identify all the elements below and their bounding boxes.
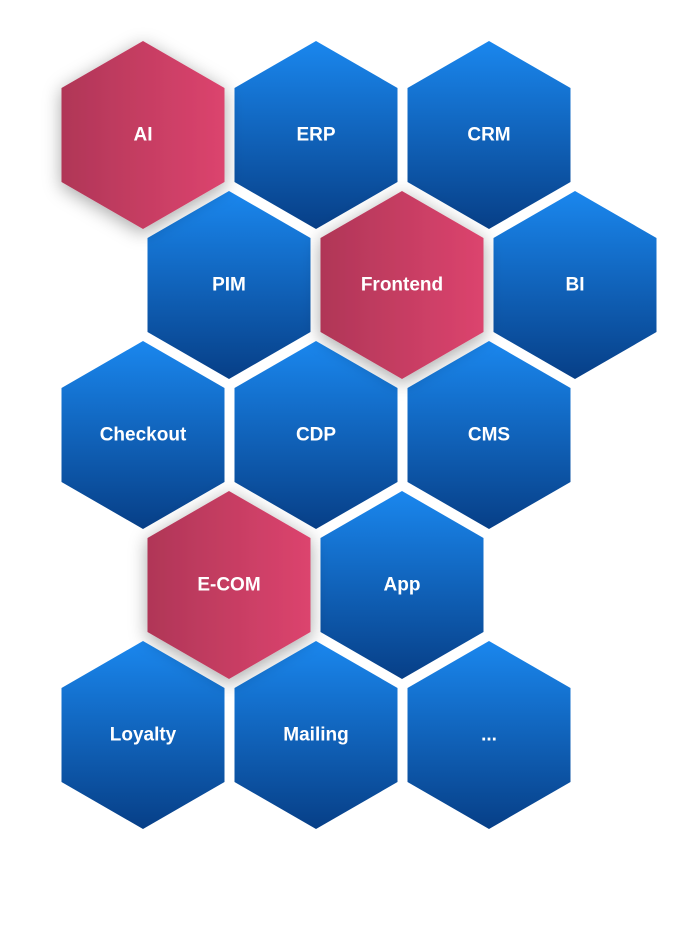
hexagon-shape-loyalty [61,641,225,829]
hexagon-shape-cdp [234,341,398,529]
hexagon-label-frontend: Frontend [361,275,443,296]
hexagon-ecom: E-COM [147,491,311,679]
hexagon-shape-crm [407,41,571,229]
hexagon-shape-more [407,641,571,829]
hexagon-more: ... [407,641,571,829]
hexagon-label-mailing: Mailing [283,725,348,746]
hexagon-loyalty: Loyalty [61,641,225,829]
hexagon-label-ecom: E-COM [197,575,260,596]
hexagon-label-more: ... [481,725,497,746]
hexagon-label-cms: CMS [468,425,510,446]
hexagon-label-ai: AI [134,125,153,146]
hexagon-shape-app [320,491,484,679]
hexagon-pim: PIM [147,191,311,379]
hexagon-label-pim: PIM [212,275,246,296]
hexagon-checkout: Checkout [61,341,225,529]
hexagon-label-erp: ERP [296,125,335,146]
hexagon-label-checkout: Checkout [100,425,187,446]
hexagon-shape-ai [61,41,225,229]
hexagon-label-cdp: CDP [296,425,336,446]
hexagon-bi: BI [493,191,657,379]
hexagon-ai: AI [61,41,225,229]
hexagon-shape-ecom [147,491,311,679]
hexagon-cdp: CDP [234,341,398,529]
hexagon-shape-cms [407,341,571,529]
hexagon-label-crm: CRM [467,125,510,146]
hexagon-shape-checkout [61,341,225,529]
hexagon-shape-pim [147,191,311,379]
hexagon-frontend: Frontend [320,191,484,379]
hexagon-label-loyalty: Loyalty [110,725,177,746]
hexagon-shape-frontend [320,191,484,379]
hexagon-app: App [320,491,484,679]
hexagon-label-bi: BI [566,275,585,296]
hexagon-crm: CRM [407,41,571,229]
hexagon-cms: CMS [407,341,571,529]
hexagon-shape-mailing [234,641,398,829]
hexagon-shape-bi [493,191,657,379]
hexagon-mailing: Mailing [234,641,398,829]
hexagon-shape-erp [234,41,398,229]
hexagon-erp: ERP [234,41,398,229]
hexagon-label-app: App [384,575,421,596]
